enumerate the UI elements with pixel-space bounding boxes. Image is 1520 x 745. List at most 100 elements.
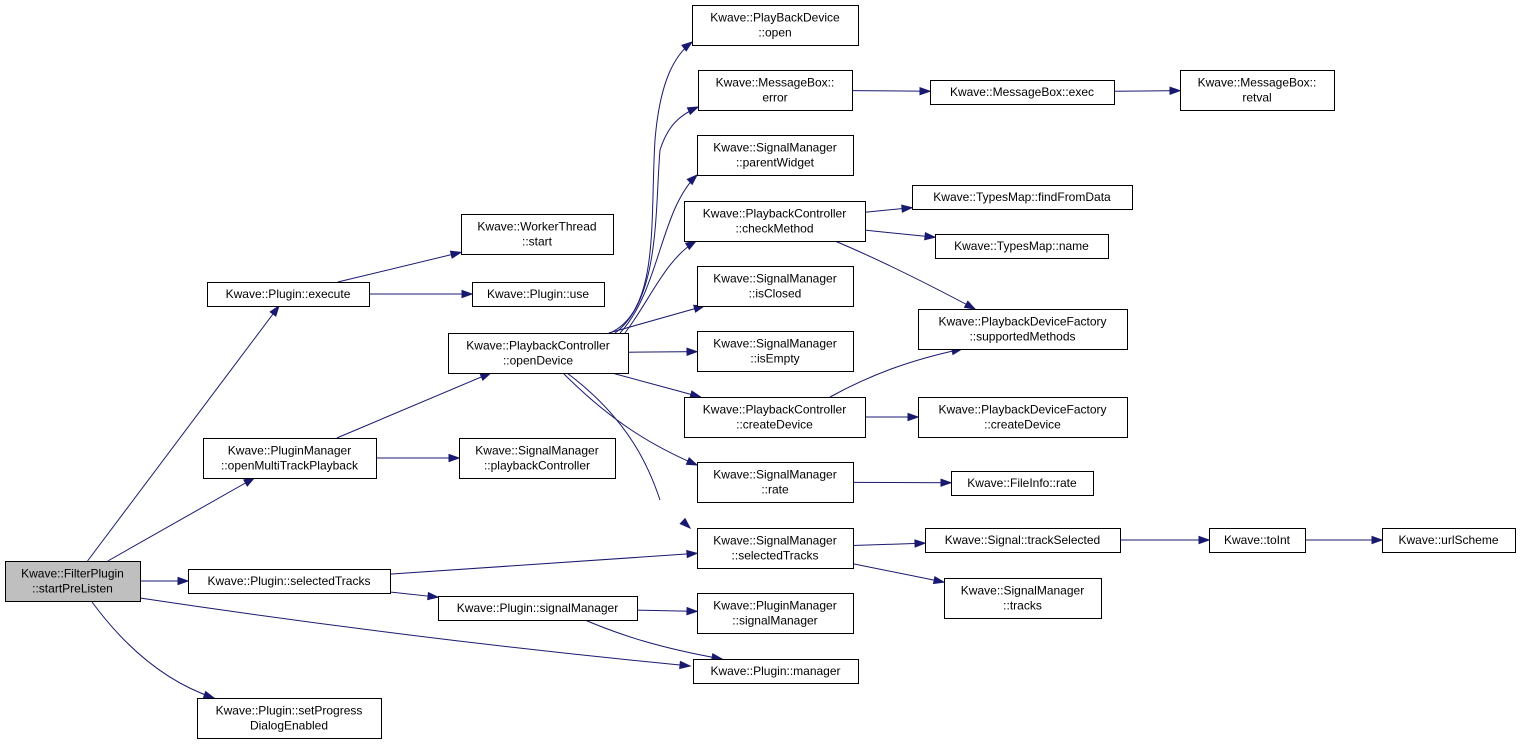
node-wtStart[interactable]: Kwave::WorkerThread::start (461, 214, 614, 255)
node-pdfCreate[interactable]: Kwave::PlaybackDeviceFactory::createDevi… (918, 397, 1128, 438)
node-tmName[interactable]: Kwave::TypesMap::name (935, 234, 1109, 259)
edge-openDevice-to-createDevice (611, 372, 703, 399)
edge-smSelTracks-to-sigTrackSel (852, 539, 927, 548)
node-label-line: Kwave::Plugin::signalManager (457, 601, 618, 615)
node-mbRetval[interactable]: Kwave::MessageBox::retval (1180, 70, 1335, 111)
node-label-line: Kwave::Plugin::execute (226, 287, 351, 301)
node-start[interactable]: Kwave::FilterPlugin::startPreListen (5, 561, 141, 602)
node-urlScheme[interactable]: Kwave::urlScheme (1382, 528, 1516, 553)
node-isEmpty[interactable]: Kwave::SignalManager::isEmpty (697, 331, 854, 372)
node-label-line: ::createDevice (736, 418, 813, 432)
node-selTracks[interactable]: Kwave::Plugin::selectedTracks (188, 569, 391, 594)
node-box (697, 331, 854, 372)
node-label-line: Kwave::Plugin::use (487, 287, 589, 301)
node-box (692, 5, 859, 46)
node-label-line: Kwave::SignalManager (713, 337, 836, 351)
node-pmSigMgr[interactable]: Kwave::PluginManager::signalManager (697, 593, 854, 634)
edge-selTracks-to-smSelTracks (389, 549, 699, 575)
node-box (684, 201, 866, 242)
node-manager[interactable]: Kwave::Plugin::manager (693, 659, 859, 684)
edge-start-to-manager (139, 597, 692, 670)
edge-createDevice-to-pdfCreate (865, 412, 920, 422)
node-label-line: Kwave::PlaybackDeviceFactory (938, 403, 1106, 417)
node-box (935, 234, 1109, 259)
node-label-line: ::createDevice (984, 418, 1061, 432)
node-label-line: error (762, 91, 787, 105)
node-omtp[interactable]: Kwave::PluginManager::openMultiTrackPlay… (203, 438, 377, 479)
node-sigTrackSel[interactable]: Kwave::Signal::trackSelected (925, 528, 1121, 553)
edge-mbExec-to-mbRetval (1113, 86, 1182, 95)
edge-openDevice-to-isClosed (608, 304, 706, 334)
edge-checkMethod-to-tmName (864, 229, 937, 241)
node-box (944, 578, 1102, 619)
node-box (1180, 70, 1335, 111)
node-label-line: ::start (522, 235, 553, 249)
edge-smSelTracks-to-smTracks (852, 563, 946, 585)
node-toInt[interactable]: Kwave::toInt (1209, 528, 1306, 553)
node-label-line: Kwave::Plugin::manager (710, 664, 840, 678)
node-label-line: Kwave::SignalManager (713, 272, 836, 286)
node-mbExec[interactable]: Kwave::MessageBox::exec (930, 80, 1115, 105)
node-checkMethod[interactable]: Kwave::PlaybackController::checkMethod (684, 201, 866, 242)
edge-mbError-to-mbExec (851, 86, 932, 96)
node-label-line: Kwave::TypesMap::name (954, 239, 1089, 253)
node-use[interactable]: Kwave::Plugin::use (472, 282, 605, 307)
node-box (203, 438, 377, 479)
function-nodes: Kwave::FilterPlugin::startPreListenKwave… (5, 5, 1516, 739)
edge-pSigMgr-to-pmSigMgr (636, 606, 699, 616)
node-box (697, 135, 854, 176)
node-box (448, 333, 629, 374)
node-label-line: Kwave::FilterPlugin (21, 567, 124, 581)
node-execute[interactable]: Kwave::Plugin::execute (207, 282, 370, 307)
node-box (1382, 528, 1516, 553)
node-label-line: ::playbackController (484, 459, 590, 473)
node-fiRate[interactable]: Kwave::FileInfo::rate (951, 471, 1094, 496)
node-isClosed[interactable]: Kwave::SignalManager::isClosed (697, 266, 854, 307)
edge-checkMethod-to-tmFind (864, 204, 914, 213)
node-box (697, 462, 854, 503)
node-label-line: Kwave::TypesMap::findFromData (933, 190, 1111, 204)
node-box (693, 659, 859, 684)
node-box (684, 397, 866, 438)
node-pdfSupported[interactable]: Kwave::PlaybackDeviceFactory::supportedM… (918, 309, 1128, 350)
edge-start-to-selTracks (140, 576, 190, 586)
node-smTracks[interactable]: Kwave::SignalManager::tracks (944, 578, 1102, 619)
node-label-line: Kwave::Plugin::selectedTracks (208, 574, 371, 588)
node-smSelTracks[interactable]: Kwave::SignalManager::selectedTracks (697, 528, 854, 569)
node-label-line: Kwave::MessageBox:: (716, 76, 835, 90)
node-label-line: Kwave::FileInfo::rate (967, 476, 1077, 490)
node-box (918, 397, 1128, 438)
node-label-line: Kwave::MessageBox:: (1198, 76, 1317, 90)
node-playCtrl[interactable]: Kwave::SignalManager::playbackController (459, 438, 616, 479)
node-label-line: ::tracks (1003, 599, 1042, 613)
edge-execute-to-use (369, 289, 474, 299)
node-box (472, 282, 605, 307)
node-label-line: Kwave::MessageBox::exec (950, 85, 1094, 99)
edge-start-to-omtp (107, 477, 256, 562)
node-box (912, 185, 1133, 210)
node-smRate[interactable]: Kwave::SignalManager::rate (697, 462, 854, 503)
node-pbdOpen[interactable]: Kwave::PlayBackDevice::open (692, 5, 859, 46)
node-label-line: Kwave::SignalManager (961, 584, 1084, 598)
edge-openDevice-to-mbError (614, 106, 700, 334)
node-box (930, 80, 1115, 105)
node-mbError[interactable]: Kwave::MessageBox::error (698, 70, 853, 111)
node-createDevice[interactable]: Kwave::PlaybackController::createDevice (684, 397, 866, 438)
node-label-line: ::isClosed (749, 287, 802, 301)
node-box (925, 528, 1121, 553)
node-parentWidget[interactable]: Kwave::SignalManager::parentWidget (697, 135, 854, 176)
node-label-line: Kwave::Plugin::setProgress (216, 704, 363, 718)
node-pSigMgr[interactable]: Kwave::Plugin::signalManager (438, 596, 638, 621)
edge-openDevice-to-smRate (562, 372, 699, 466)
edge-toInt-to-urlScheme (1305, 535, 1384, 545)
node-label-line: ::parentWidget (736, 156, 815, 170)
node-label-line: Kwave::SignalManager (713, 534, 836, 548)
edge-omtp-to-playCtrl (376, 453, 461, 463)
node-openDevice[interactable]: Kwave::PlaybackController::openDevice (448, 333, 629, 374)
node-label-line: ::signalManager (732, 614, 817, 628)
node-label-line: DialogEnabled (250, 719, 328, 733)
node-box (918, 309, 1128, 350)
node-tmFind[interactable]: Kwave::TypesMap::findFromData (912, 185, 1133, 210)
